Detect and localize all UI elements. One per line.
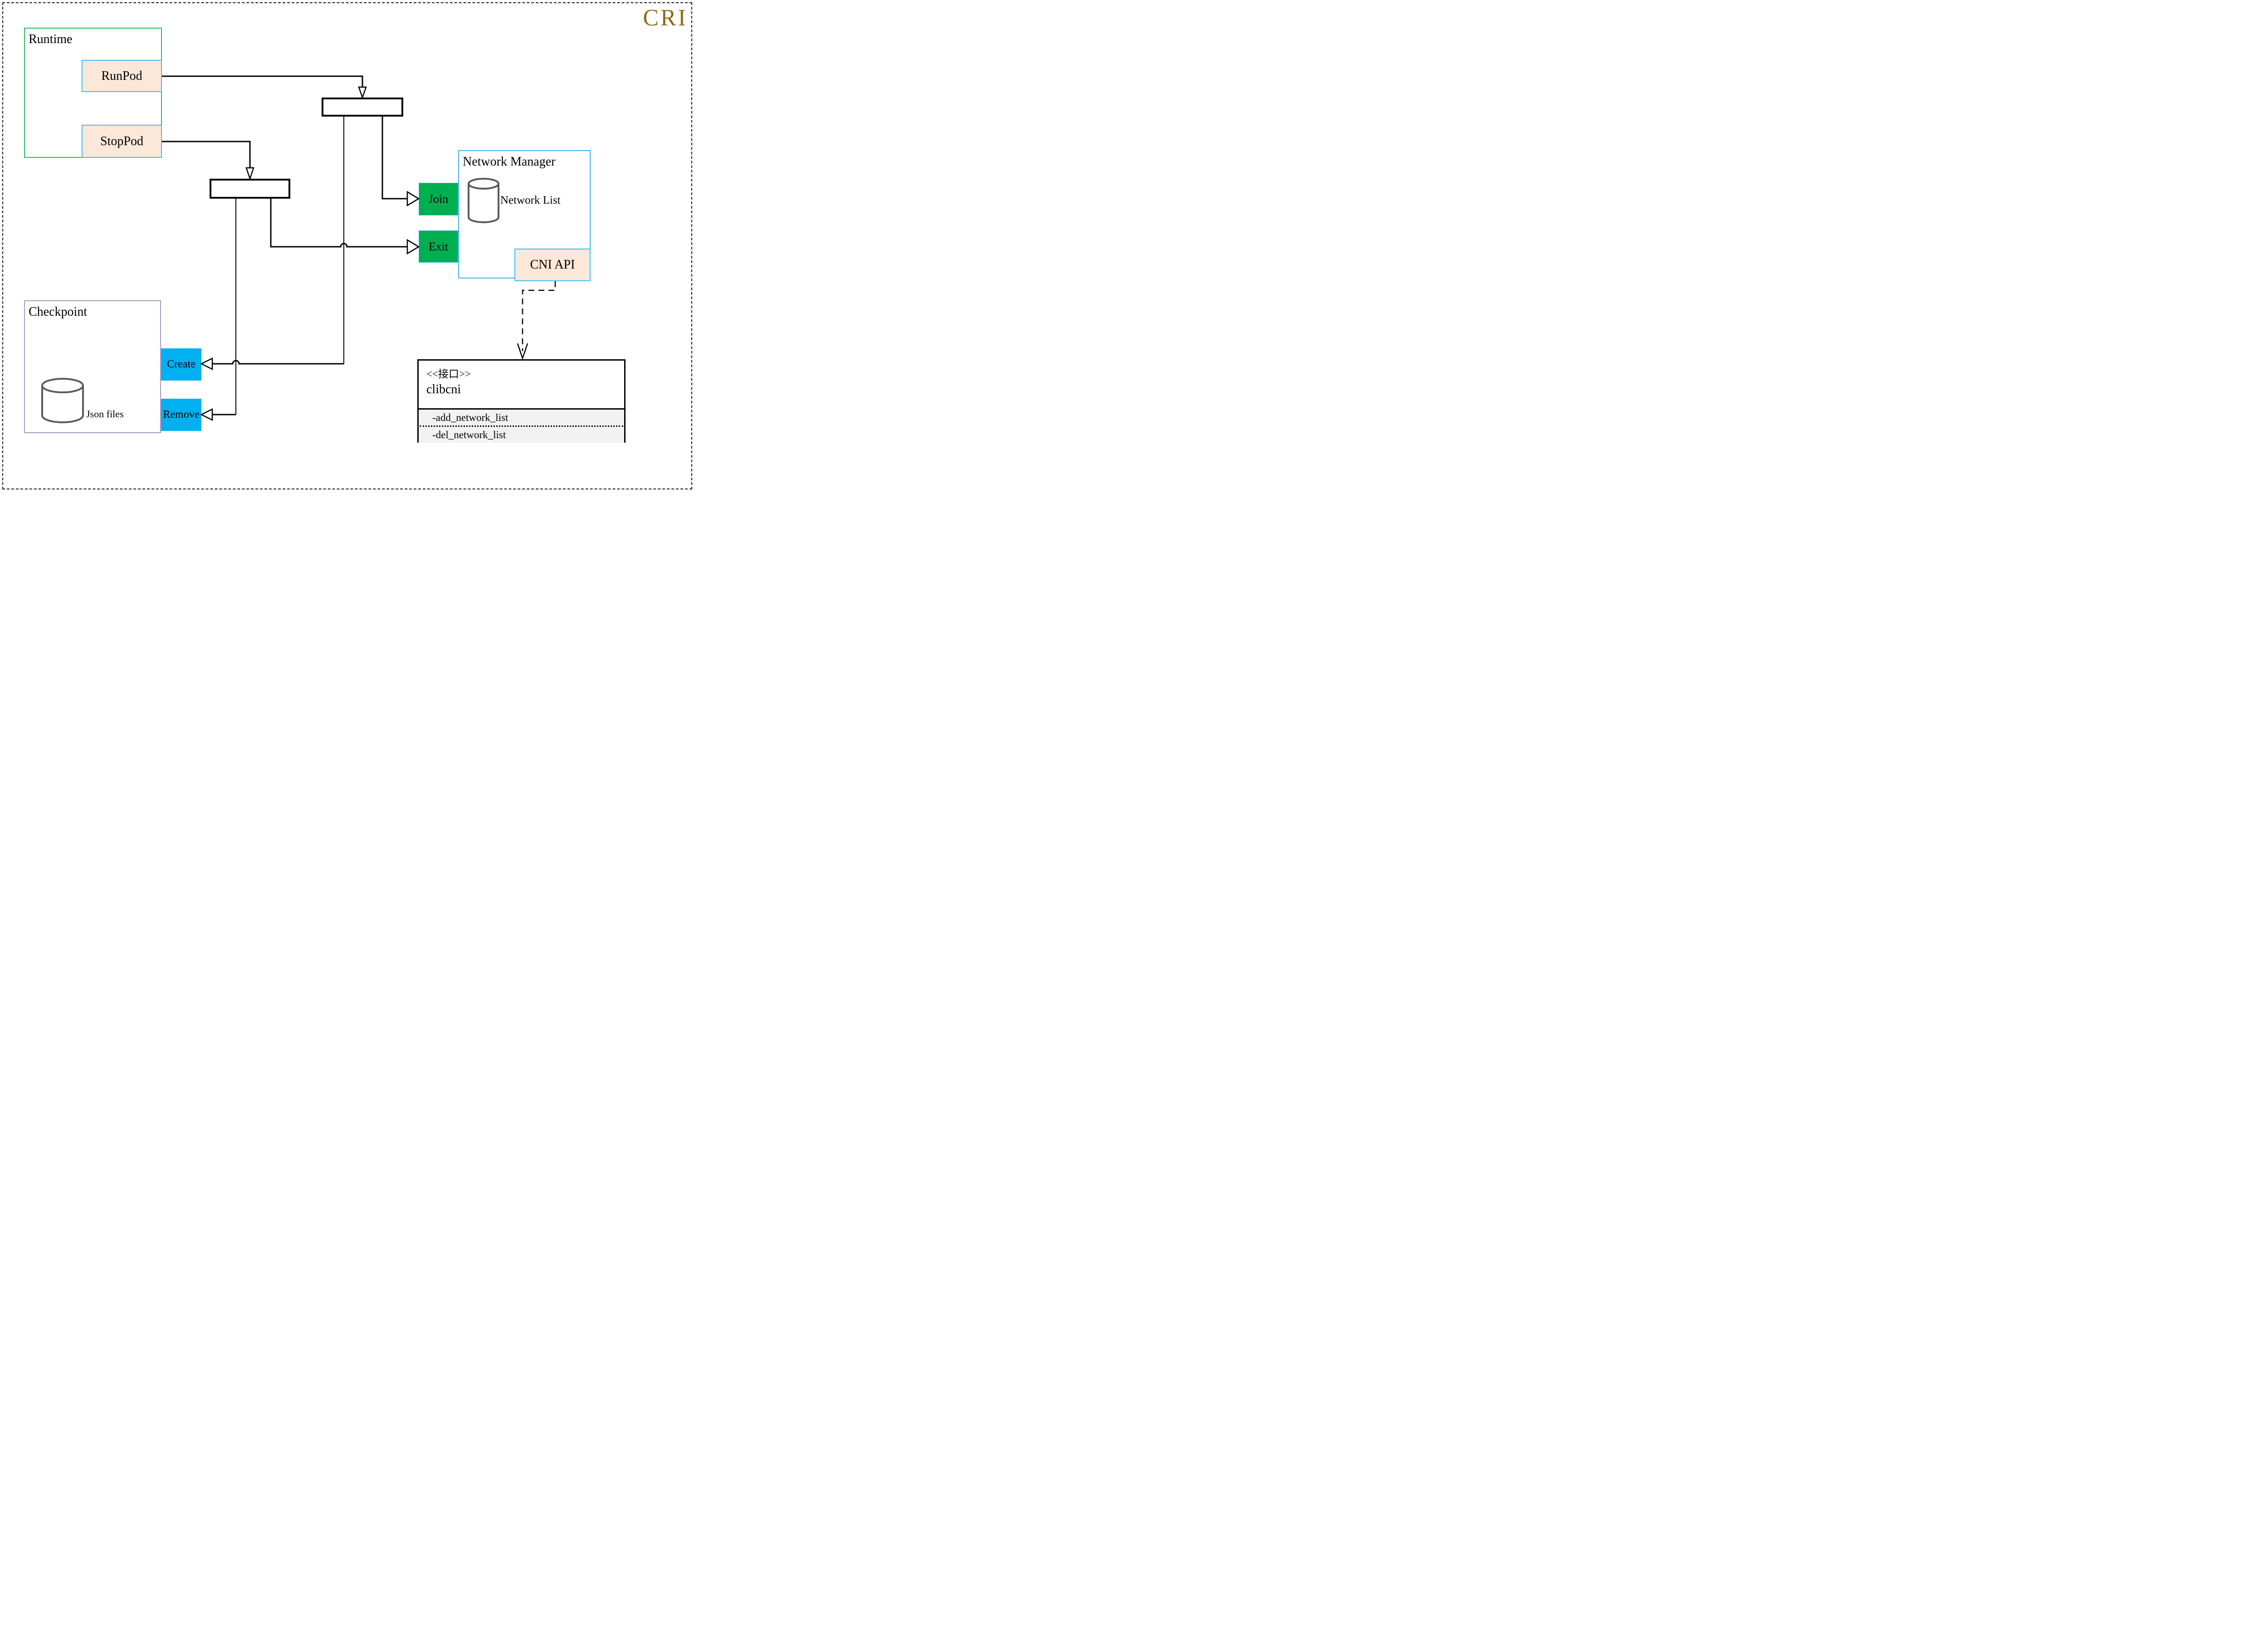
interface-name: clibcni [426,382,461,396]
remove-box: Remove [161,399,201,431]
stoppod-box: StopPod [82,125,162,158]
interface-header: <<接口>> clibcni [419,361,624,410]
junction-bar-top [322,98,403,117]
interface-methods-section: -add_network_list -del_network_list [419,410,624,443]
checkpoint-label: Checkpoint [29,305,88,319]
interface-method-add: -add_network_list [432,412,508,423]
runtime-label: Runtime [29,32,73,46]
diagram-title: CRI [643,5,688,31]
runpod-box: RunPod [82,60,162,92]
cri-architecture-diagram: CRI Runtime RunPod StopPod Network Manag… [0,0,702,494]
json-files-label: Json files [86,408,124,420]
network-manager-label: Network Manager [463,155,556,169]
junction-bar-middle [210,179,290,199]
clibcni-interface-box: <<接口>> clibcni -add_network_list -del_ne… [417,359,626,443]
interface-stereotype: <<接口>> [426,368,471,380]
exit-box: Exit [419,230,458,263]
create-box: Create [161,348,201,381]
page-border [2,2,692,489]
join-box: Join [419,183,458,215]
cni-api-box: CNI API [514,249,591,281]
method-divider [420,425,623,427]
network-list-label: Network List [500,194,561,206]
interface-method-del: -del_network_list [432,429,506,440]
